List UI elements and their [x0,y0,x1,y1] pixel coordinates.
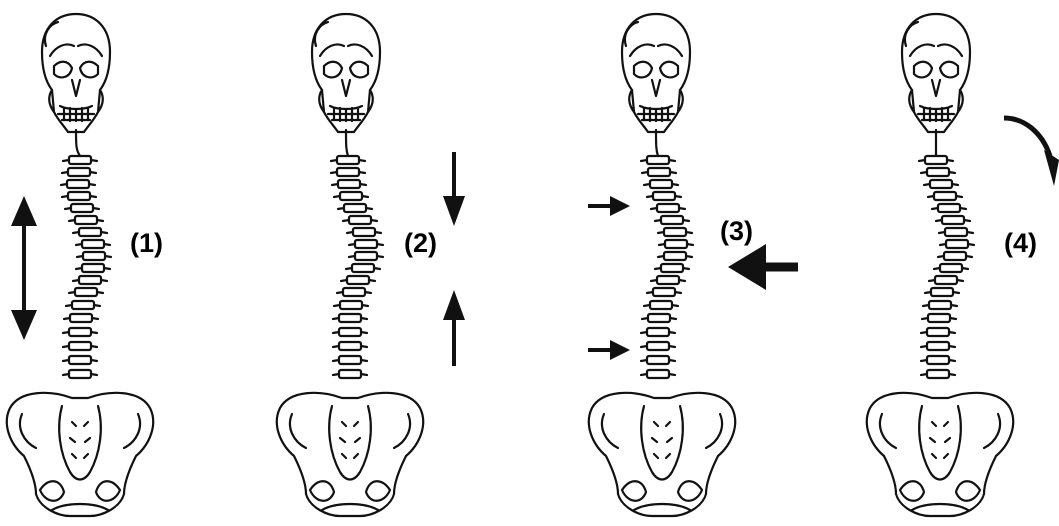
spine-figure-1 [7,14,153,516]
rotation-arrow-icon [1004,118,1059,186]
down-arrow-icon [443,152,465,226]
double-arrow-icon [11,196,37,340]
panel-label-3: (3) [720,216,753,246]
spine-figure-4 [867,14,1013,516]
right-arrow-icon-upper [588,196,630,216]
panel-label-1: (1) [130,228,163,258]
spine-figure-2 [277,14,423,516]
spine-figure-3 [589,14,735,516]
left-arrow-icon-large [728,244,798,290]
panel-label-4: (4) [1004,228,1037,258]
right-arrow-icon-lower [588,340,630,360]
panel-label-2: (2) [404,228,437,258]
up-arrow-icon [443,290,465,366]
